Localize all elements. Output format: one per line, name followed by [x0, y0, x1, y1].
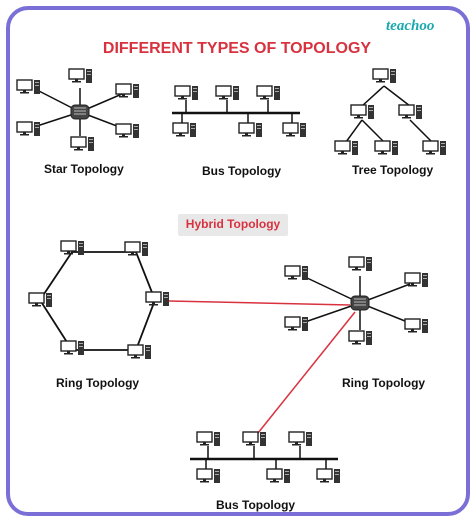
computer: [334, 140, 359, 156]
computer: [398, 104, 423, 120]
computer: [127, 344, 152, 360]
computer: [60, 340, 85, 356]
label-bus-topology-bottom: Bus Topology: [216, 498, 296, 512]
label-bus-topology-top: Bus Topology: [202, 164, 282, 178]
computer: [70, 136, 95, 152]
hybrid-link-ring-star: [168, 300, 351, 306]
computer: [68, 68, 93, 84]
computer: [242, 431, 267, 447]
computer: [404, 318, 429, 334]
computer: [374, 140, 399, 156]
computer: [145, 291, 170, 307]
label-tree-topology: Tree Topology: [352, 163, 434, 177]
computer: [266, 468, 291, 484]
computer: [288, 431, 313, 447]
computer: [348, 330, 373, 346]
computer: [282, 122, 307, 138]
computer: [284, 316, 309, 332]
computer: [16, 121, 41, 137]
bus-topology-bottom: [190, 431, 341, 484]
computer: [284, 265, 309, 281]
star-topology: [16, 68, 140, 152]
computer: [115, 123, 140, 139]
computer: [196, 468, 221, 484]
ring-link: [38, 251, 156, 351]
computer: [372, 68, 397, 84]
tree-link: [345, 119, 363, 143]
computer: [172, 122, 197, 138]
ring-topology: [28, 240, 170, 360]
computer: [316, 468, 341, 484]
label-ring-topology: Ring Topology: [56, 376, 140, 390]
label-star-topology: Star Topology: [44, 162, 124, 176]
hybrid-topology-label: Hybrid Topology: [185, 217, 281, 231]
bus-topology-top: [172, 85, 307, 138]
label-ring-topology-right: Ring Topology: [342, 376, 426, 390]
star-topology-right: [284, 256, 429, 346]
tree-link: [361, 119, 385, 143]
computer: [238, 122, 263, 138]
computer: [16, 79, 41, 95]
computer: [174, 85, 199, 101]
tree-topology: [334, 68, 447, 156]
page-title: DIFFERENT TYPES OF TOPOLOGY: [102, 40, 372, 57]
computer: [422, 140, 447, 156]
star-hub: [350, 295, 370, 311]
teachoo-logo: teachoo: [386, 18, 435, 34]
hybrid-link-star-bus: [253, 311, 356, 439]
star-hub: [70, 104, 90, 120]
tree-link: [383, 85, 411, 107]
computer: [28, 292, 53, 308]
tree-link: [409, 119, 433, 143]
computer: [196, 431, 221, 447]
computer: [256, 85, 281, 101]
computer: [350, 104, 375, 120]
hybrid-label-box: [178, 214, 288, 236]
tree-link: [361, 85, 385, 107]
computer: [215, 85, 240, 101]
computer: [348, 256, 373, 272]
